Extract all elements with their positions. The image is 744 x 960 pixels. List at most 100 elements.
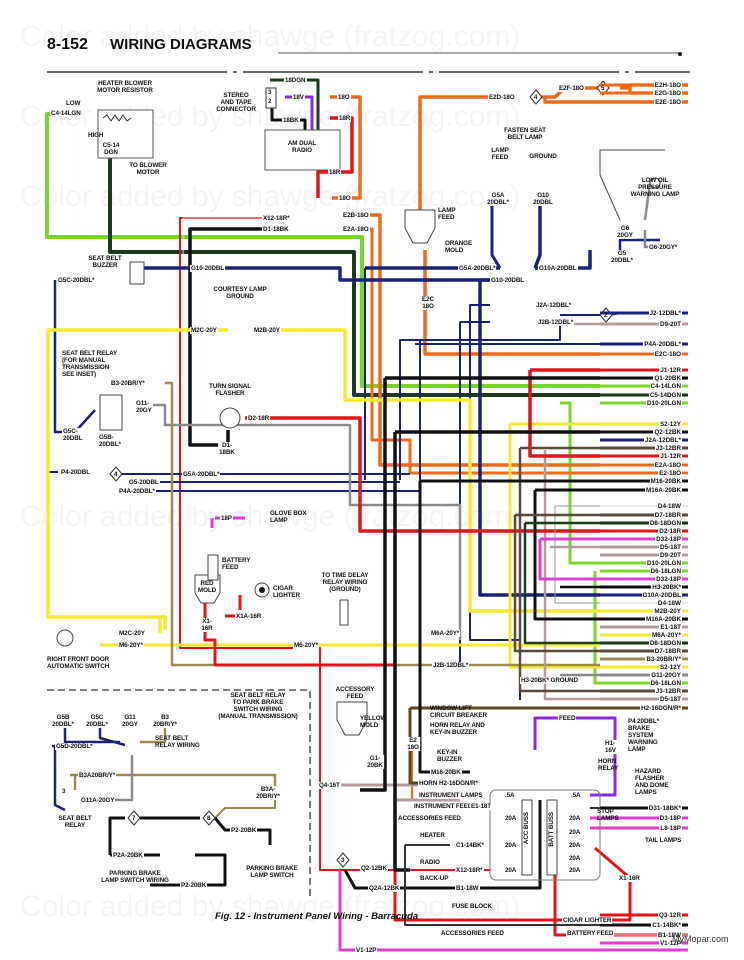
- wire-j1-12r: [528, 368, 600, 458]
- g5a2-label: G5A-20DBL*: [458, 265, 497, 272]
- g5a-label: G5A 20DBL*: [486, 192, 510, 206]
- inset-g11a-label: G11A-20GY: [80, 797, 116, 804]
- terminal-label: E2A-18O: [653, 461, 682, 469]
- terminal-label: D5-18T: [659, 695, 682, 703]
- e2b-label: E2B-18O: [342, 212, 370, 219]
- feed-label: FEED: [558, 715, 577, 722]
- heater-label: HEATER: [420, 832, 445, 839]
- fuse-label: 20A: [568, 855, 582, 862]
- terminal-label: H3-20BK*: [651, 583, 682, 591]
- g10c-label: G10-20DBL: [490, 277, 526, 284]
- low-label: LOW: [66, 100, 81, 107]
- batt-buss-label: BATT BUSS: [548, 812, 555, 847]
- orange-mold-connector: [404, 209, 436, 244]
- accessories-feed-label: ACCESSORIES FEED: [397, 815, 462, 822]
- accessory-feed-label: ACCESSORY FEED: [335, 686, 375, 700]
- hazard-flasher-label: HAZARD FLASHER AND DOME LAMPS: [635, 768, 669, 796]
- fuse-label: 20A: [568, 815, 582, 822]
- seat-belt-buzzer-label: SEAT BELT BUZZER: [88, 255, 122, 269]
- wire-label-18r: 18R: [338, 115, 352, 122]
- terminal-label: J2A-12DBL*: [643, 436, 682, 444]
- lamp-feed-label: LAMP FEED: [491, 147, 509, 161]
- terminal-label: E2E-18O: [654, 98, 682, 106]
- j2a-label: J2A-12DBL*: [535, 302, 573, 309]
- site-credit: MyMopar.com: [672, 934, 729, 944]
- terminal-label: J3-12BR: [654, 687, 682, 695]
- 18p-label: 18P: [220, 515, 233, 522]
- wire-label-18r-2: 18R: [328, 169, 342, 176]
- splice-4b: 4: [114, 471, 118, 478]
- terminal-label: L8-18P: [659, 824, 682, 832]
- wire-v1-12p: [338, 870, 688, 952]
- pin-3: 3: [268, 89, 272, 96]
- inset-p2-label: P2-20BK: [230, 827, 258, 834]
- relay-box: [99, 394, 123, 431]
- wire-d10-lgn: [560, 401, 600, 565]
- inset-b3-label: B3 20BR/Y*: [153, 714, 177, 728]
- e2-label: E2 18O: [406, 737, 420, 751]
- terminal-label: B1-18W: [656, 931, 682, 939]
- terminal-label: M2B-20Y: [653, 607, 682, 615]
- x12b-label: X12-18R*: [455, 867, 484, 874]
- time-delay-relay-label: TO TIME DELAY RELAY WIRING (GROUND): [321, 572, 369, 593]
- fuse-label: 20A: [568, 842, 582, 849]
- wire-tracer: [182, 217, 262, 645]
- inset-g5c-label: G5C 20DBL*: [86, 714, 108, 728]
- acc-buss: [521, 799, 533, 876]
- inset-wire-b3a: [70, 773, 277, 790]
- inset-g5d-label: G5D-20DBL*: [55, 743, 94, 750]
- fuse-label: .5A: [570, 792, 582, 799]
- watermark: Color added by shawge (fratzog.com): [20, 20, 520, 54]
- tail-lamps-label: TAIL LAMPS: [645, 837, 682, 844]
- splice-5: 5: [601, 85, 605, 92]
- m16-label: M16-20BK: [430, 769, 462, 776]
- page-title: WIRING DIAGRAMS: [110, 36, 252, 53]
- x1-label: X1- 16R: [200, 618, 214, 632]
- horn-label: HORN: [418, 780, 439, 787]
- figure-caption: Fig. 12 - Instrument Panel Wiring - Barr…: [215, 911, 419, 922]
- g11-label: G11- 20GY: [135, 400, 153, 414]
- h2-label: H2-16DGN/R*: [438, 780, 479, 787]
- fuse-label: 20A: [504, 867, 518, 874]
- g5b2-label: G5-20DBL: [128, 479, 160, 486]
- acc-buss-label: ACC BUSS: [523, 812, 530, 845]
- red-mold-connector: [194, 574, 221, 604]
- e2a-label: E2A-18O: [342, 226, 370, 233]
- terminal-label: C4-14LGN: [649, 382, 682, 390]
- p4a-label: P4A-20DBL*: [118, 488, 156, 495]
- d1b-label: D1- 18BK: [218, 442, 236, 456]
- terminal-label: D8-18DGN: [648, 639, 682, 647]
- m2c2-label: M2C-20Y: [118, 630, 146, 637]
- g10-label: G10 20DBL: [532, 192, 554, 206]
- stereo-connector: [265, 87, 277, 109]
- terminal-label: Q2-12BK: [653, 428, 682, 436]
- inset-splice-8: 8: [207, 815, 211, 822]
- j2b-label: J2B-12DBL*: [537, 319, 575, 326]
- inset-parking-brake-wiring-label: PARKING BRAKE LAMP SWITCH WIRING: [101, 870, 169, 884]
- wire-18v: [285, 95, 314, 130]
- fuse-block-label: FUSE BLOCK: [452, 903, 492, 910]
- terminal-label: H2-16DGN/R*: [640, 704, 682, 712]
- high-label: HIGH: [88, 132, 104, 139]
- splice-2: 2: [604, 312, 608, 319]
- flasher-symbol: [219, 407, 241, 429]
- g6-label: G6 20GY: [616, 225, 634, 239]
- lamp-feed-label-2: LAMP FEED: [438, 207, 456, 221]
- inset-p2b-label: P2-20BK: [180, 882, 208, 889]
- q2a-label: Q2A-12BK: [368, 885, 401, 892]
- terminal-label: D9-20T: [659, 320, 682, 328]
- terminal-label: D10-20LGN: [646, 559, 682, 567]
- wire-s2-12y: [508, 422, 620, 669]
- radio-label: RADIO: [420, 859, 440, 866]
- fuse-block-outline: [489, 789, 601, 881]
- orange-mold-label: ORANGE MOLD: [445, 240, 473, 254]
- wire-c4-lgn: [45, 112, 600, 388]
- g10a-label: G10A-20DBL: [538, 265, 578, 272]
- g5c2-label: G5C- 20DBL: [62, 428, 84, 442]
- g5c-label: G5C-20DBL*: [57, 277, 96, 284]
- x12-label: X12-18R*: [262, 215, 291, 222]
- fuse-label: 20A: [504, 842, 518, 849]
- buzzer-box: [129, 261, 145, 285]
- resistor-symbol: [102, 114, 132, 122]
